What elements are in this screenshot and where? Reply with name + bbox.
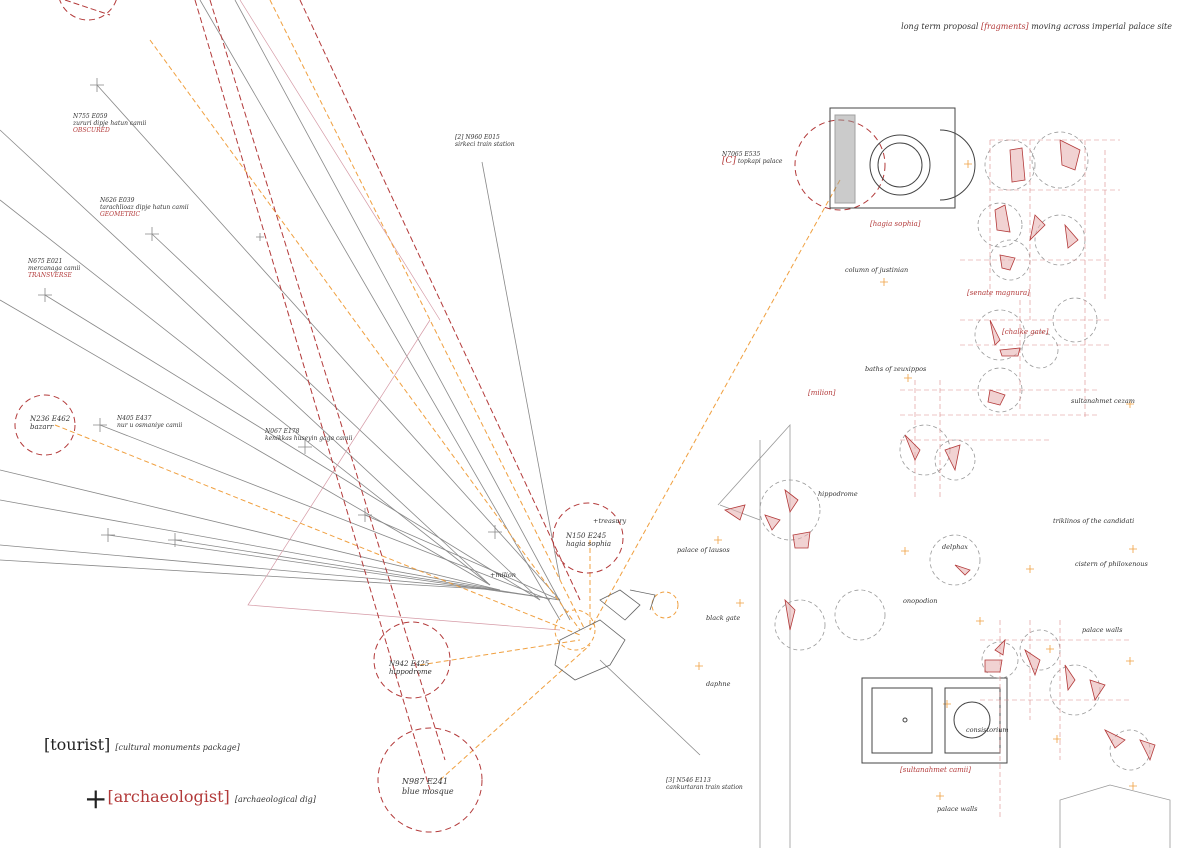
point-name: sirkeci train station [455, 141, 515, 148]
site-label: triklinos of the candidati [1053, 517, 1135, 525]
site-label: column of justinian [845, 266, 909, 274]
legend-tourist: [tourist] [cultural monuments package] [44, 735, 240, 754]
point-label: N150 E245 hagia sophia [566, 532, 611, 548]
point-name: topkapi palace [737, 158, 783, 165]
sightlines [0, 0, 701, 756]
point-coord: N405 E437 [117, 415, 152, 422]
point-coord: N067 E178 [265, 428, 300, 435]
hagia-sophia-plan [829, 107, 976, 209]
red-circles [14, 0, 886, 833]
site-label: cistern of philoxenous [1075, 560, 1148, 568]
fragment-grid [900, 139, 1130, 820]
site-label: palace of lausos [677, 546, 730, 554]
legend-archaeologist-desc: [archaeological dig] [234, 795, 316, 804]
point-coord: N626 E039 [100, 197, 135, 204]
blue-mosque-plan [861, 677, 1008, 764]
cross-markers [38, 78, 502, 547]
point-coord: N675 E021 [28, 258, 63, 265]
orange-circles [554, 591, 679, 651]
hippodrome-outline [717, 423, 1171, 848]
pink-triangle [239, 0, 561, 631]
point-name: bazarr [30, 423, 54, 431]
point-coord: [3] N546 E113 [666, 777, 711, 784]
point-label: N405 E437 nur u osmaniye camii [117, 415, 182, 429]
treasury-marker: +treasury [593, 517, 627, 525]
point-label: N755 E059 zururi dipje hatun camii OBSCU… [73, 113, 146, 134]
site-label: onopodion [903, 597, 938, 605]
point-tag: OBSCURED [73, 127, 110, 134]
point-label: N675 E021 mercanaga camii TRANSVERSE [28, 258, 80, 279]
title-prefix: long term proposal [901, 22, 981, 31]
point-tag: TRANSVERSE [28, 272, 72, 279]
site-label: baths of zeuxippos [865, 365, 927, 373]
legend-tourist-label: [tourist] [44, 735, 111, 754]
point-name: mercanaga camii [28, 265, 81, 272]
red-dashed-lines [64, 0, 581, 791]
fragments [724, 139, 1156, 762]
point-label: N987 E241 blue mosque [402, 777, 454, 797]
point-coord: [2] N960 E015 [455, 134, 500, 141]
red-site-label: [sultanahmet camii] [900, 766, 972, 774]
diagram-title: long term proposal [fragments] moving ac… [901, 22, 1172, 31]
point-tag: GEOMETRIC [100, 211, 141, 218]
legend-archaeologist: +[archaeologist] [archaeological dig] [84, 776, 316, 815]
point-label: [3] N546 E113 cankurtaran train station [666, 777, 743, 791]
point-name: hagia sophia [566, 540, 612, 548]
site-label: hippodrome [818, 490, 858, 498]
title-highlight: [fragments] [980, 22, 1029, 31]
red-site-label: [senate magnura] [967, 289, 1030, 297]
point-prefix: [C] [722, 156, 736, 166]
site-label: delphax [942, 543, 968, 551]
orange-dashed-lines [54, 0, 841, 781]
point-name: nur u osmaniye camii [117, 422, 183, 429]
point-name: kenikkas huseyin gaga camii [265, 435, 353, 442]
legend-archaeologist-label: [archaeologist] [107, 787, 230, 806]
point-coord: N987 E241 [402, 777, 448, 786]
orange-crosses [695, 160, 1137, 800]
point-label: N7065 E535 [C] topkapi palace [722, 151, 783, 166]
legend-tourist-desc: [cultural monuments package] [115, 743, 240, 752]
site-plan-fragments-center [554, 589, 656, 681]
point-name: blue mosque [402, 787, 454, 796]
point-name: hippodrome [389, 668, 432, 676]
point-label: N942 E425 hippodrome [389, 660, 432, 676]
point-name: zururi dipje hatun camii [73, 120, 147, 127]
red-site-label: [milion] [808, 389, 836, 397]
point-coord: N755 E059 [73, 113, 108, 120]
point-label: [2] N960 E015 sirkeci train station [455, 134, 515, 148]
point-coord: N236 E462 [30, 415, 71, 423]
cross-icon: + [84, 782, 108, 815]
point-name: cankurtaran train station [666, 784, 743, 791]
point-name: tarachlioaz dipje hatun camii [100, 204, 189, 211]
title-suffix: moving across imperial palace site [1028, 22, 1172, 31]
site-label: black gate [706, 614, 741, 622]
site-label: palace walls [1082, 626, 1123, 634]
red-site-label: [chalke gate] [1002, 328, 1049, 336]
red-site-label: [hagia sophia] [870, 220, 921, 228]
site-label: consistorium [966, 726, 1009, 734]
point-label: N067 E178 kenikkas huseyin gaga camii [265, 428, 352, 442]
site-label: daphne [706, 680, 731, 688]
site-label: palace walls [937, 805, 978, 813]
point-label: N626 E039 tarachlioaz dipje hatun camii … [100, 197, 189, 218]
point-coord: N150 E245 [566, 532, 607, 540]
milion-marker: +milion [490, 571, 516, 579]
site-label: sultanahmet cezam [1071, 397, 1135, 405]
point-label: N236 E462 bazarr [30, 415, 70, 431]
point-coord: N7065 E535 [722, 151, 761, 158]
point-coord: N942 E425 [389, 660, 430, 668]
